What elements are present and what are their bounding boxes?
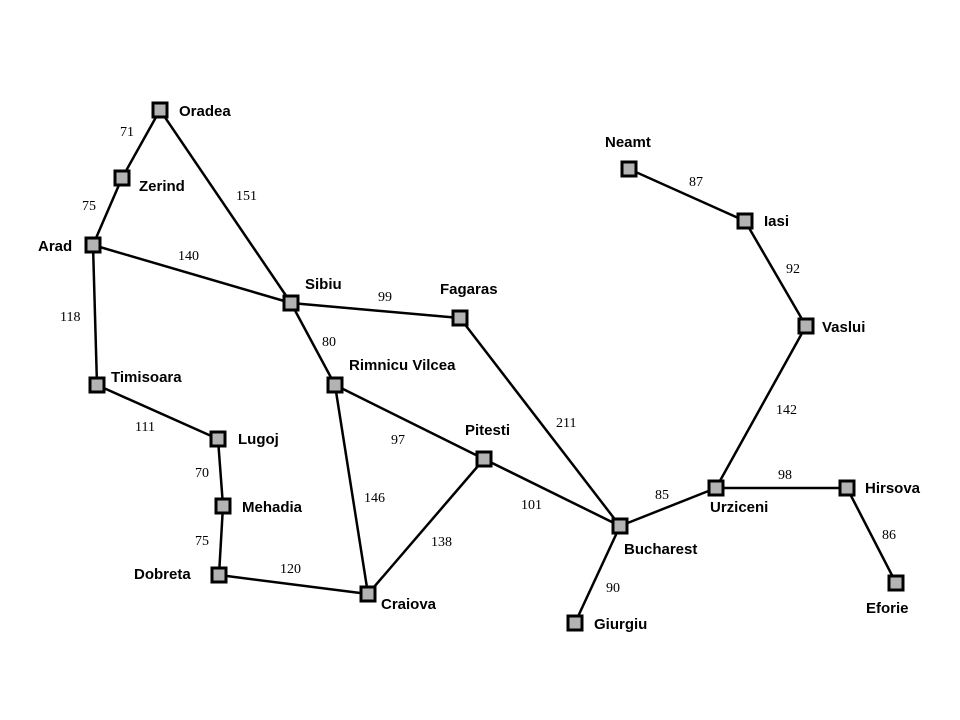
- node-eforie[interactable]: [887, 574, 905, 592]
- city-label-neamt: Neamt: [605, 134, 651, 151]
- city-label-giurgiu: Giurgiu: [594, 616, 647, 633]
- node-giurgiu[interactable]: [566, 614, 584, 632]
- road-oradea-zerind: [120, 109, 162, 179]
- city-label-rimnicu: Rimnicu Vilcea: [349, 357, 456, 374]
- distance-label: 211: [556, 416, 576, 431]
- node-fagaras[interactable]: [451, 309, 469, 327]
- node-urziceni[interactable]: [707, 479, 725, 497]
- road-rimnicu-pitesti: [334, 383, 485, 461]
- city-label-timisoara: Timisoara: [111, 369, 182, 386]
- distance-label: 101: [521, 498, 542, 513]
- distance-label: 138: [431, 535, 452, 550]
- road-oradea-sibiu: [158, 109, 293, 304]
- node-oradea[interactable]: [151, 101, 169, 119]
- road-craiova-pitesti: [367, 458, 485, 595]
- distance-label: 142: [776, 403, 797, 418]
- distance-label: 87: [689, 175, 703, 190]
- distance-label: 97: [391, 433, 405, 448]
- roads: [91, 109, 898, 624]
- road-bucharest-urziceni: [619, 486, 717, 528]
- road-hirsova-eforie: [845, 487, 898, 584]
- distance-label: 140: [178, 249, 199, 264]
- city-label-mehadia: Mehadia: [242, 499, 303, 516]
- city-label-pitesti: Pitesti: [465, 422, 510, 439]
- distance-label: 99: [378, 290, 392, 305]
- city-label-fagaras: Fagaras: [440, 281, 498, 298]
- node-rimnicu[interactable]: [326, 376, 344, 394]
- city-label-craiova: Craiova: [381, 596, 437, 613]
- city-nodes: [84, 101, 905, 632]
- road-dobreta-craiova: [218, 573, 369, 596]
- distance-label: 146: [364, 491, 385, 506]
- node-vaslui[interactable]: [797, 317, 815, 335]
- road-fagaras-bucharest: [459, 317, 621, 527]
- node-bucharest[interactable]: [611, 517, 629, 535]
- distance-label: 90: [606, 581, 620, 596]
- distance-label: 120: [280, 562, 301, 577]
- node-dobreta[interactable]: [210, 566, 228, 584]
- road-timisoara-lugoj: [96, 383, 219, 441]
- node-mehadia[interactable]: [214, 497, 232, 515]
- road-rimnicu-craiova: [333, 384, 370, 595]
- city-label-vaslui: Vaslui: [822, 319, 865, 336]
- road-bucharest-giurgiu: [573, 525, 622, 624]
- distance-label: 80: [322, 335, 336, 350]
- node-arad[interactable]: [84, 236, 102, 254]
- city-label-lugoj: Lugoj: [238, 431, 279, 448]
- node-zerind[interactable]: [113, 169, 131, 187]
- city-label-hirsova: Hirsova: [865, 480, 921, 497]
- distance-label: 75: [195, 534, 209, 549]
- road-lugoj-mehadia: [216, 438, 225, 507]
- city-label-dobreta: Dobreta: [134, 566, 191, 583]
- distance-labels: 71 75 151 140 118 111 70 75 120 99 80 97…: [60, 125, 896, 596]
- node-craiova[interactable]: [359, 585, 377, 603]
- city-label-urziceni: Urziceni: [710, 499, 768, 516]
- node-timisoara[interactable]: [88, 376, 106, 394]
- distance-label: 151: [236, 189, 257, 204]
- distance-label: 92: [786, 262, 800, 277]
- road-mehadia-dobreta: [217, 505, 225, 576]
- city-labels: Oradea Zerind Arad Timisoara Lugoj Mehad…: [38, 103, 921, 633]
- road-vaslui-iasi: [743, 220, 808, 327]
- distance-label: 111: [135, 420, 155, 435]
- node-pitesti[interactable]: [475, 450, 493, 468]
- city-label-bucharest: Bucharest: [624, 541, 697, 558]
- road-zerind-arad: [91, 177, 124, 246]
- distance-label: 85: [655, 488, 669, 503]
- road-sibiu-rimnicu: [289, 302, 337, 386]
- node-sibiu[interactable]: [282, 294, 300, 312]
- city-label-iasi: Iasi: [764, 213, 789, 230]
- distance-label: 86: [882, 528, 896, 543]
- distance-label: 70: [195, 466, 209, 481]
- node-iasi[interactable]: [736, 212, 754, 230]
- city-label-arad: Arad: [38, 238, 72, 255]
- city-label-sibiu: Sibiu: [305, 276, 342, 293]
- node-neamt[interactable]: [620, 160, 638, 178]
- city-label-eforie: Eforie: [866, 600, 909, 617]
- road-sibiu-fagaras: [290, 301, 461, 320]
- road-arad-sibiu: [92, 243, 292, 305]
- city-label-zerind: Zerind: [139, 178, 185, 195]
- node-hirsova[interactable]: [838, 479, 856, 497]
- distance-label: 118: [60, 310, 80, 325]
- distance-label: 71: [120, 125, 134, 140]
- road-iasi-neamt: [628, 167, 746, 223]
- distance-label: 75: [82, 199, 96, 214]
- road-urziceni-vaslui: [714, 325, 808, 489]
- road-arad-timisoara: [91, 244, 99, 386]
- node-lugoj[interactable]: [209, 430, 227, 448]
- road-pitesti-bucharest: [483, 457, 621, 528]
- city-label-oradea: Oradea: [179, 103, 231, 120]
- distance-label: 98: [778, 468, 792, 483]
